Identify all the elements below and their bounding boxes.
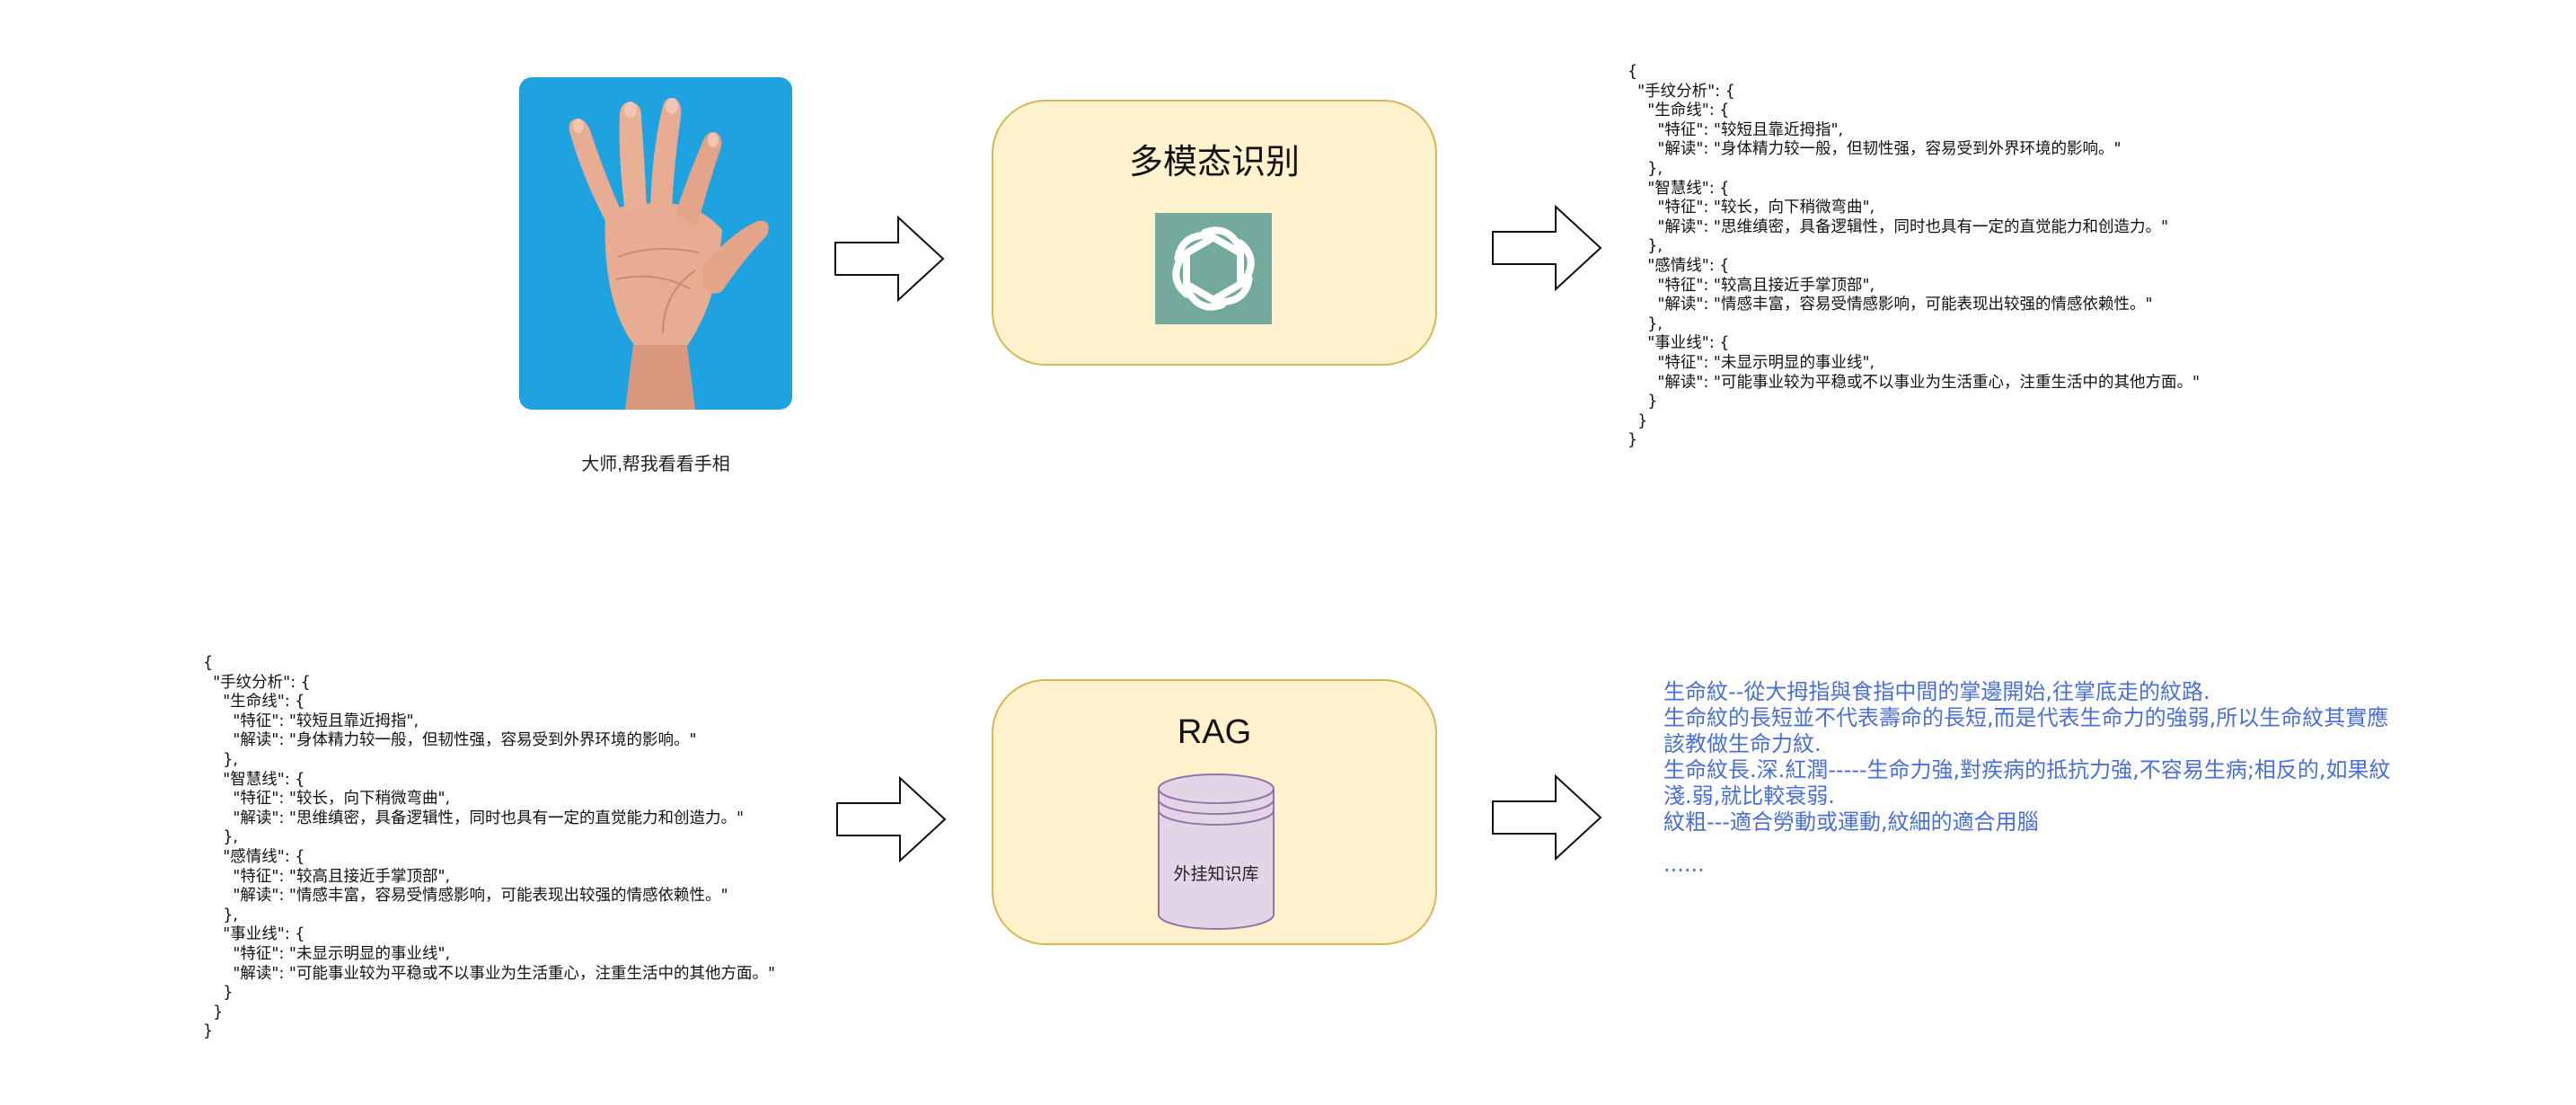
palm-analysis-json-output: { "手纹分析": { "生命线": { "特征": "较短且靠近拇指", "解… bbox=[1628, 63, 2201, 450]
arrow-right-icon bbox=[835, 776, 947, 862]
box-title: 多模态识别 bbox=[1128, 144, 1300, 181]
arrow-right-icon bbox=[1491, 774, 1602, 861]
rag-result-line: 生命紋長.深.紅潤-----生命力強,對疾病的抵抗力強,不容易生病;相反的,如果… bbox=[1663, 757, 2391, 809]
database-icon: 外挂知识库 bbox=[1157, 773, 1275, 933]
rag-box: RAG 外挂知识库 bbox=[992, 679, 1437, 945]
arrow-right-icon bbox=[834, 216, 945, 302]
box-title: RAG bbox=[1177, 713, 1252, 751]
multimodal-recognition-box: 多模态识别 bbox=[992, 100, 1437, 366]
arrow-right-icon bbox=[1491, 205, 1602, 291]
database-label: 外挂知识库 bbox=[1173, 865, 1259, 884]
rag-result-line: 紋粗---適合勞動或運動,紋細的適合用腦 bbox=[1663, 809, 2039, 835]
rag-result-text: 生命紋--從大拇指與食指中間的掌邊開始,往掌底走的紋路. 生命紋的長短並不代表壽… bbox=[1663, 679, 2400, 878]
rag-result-line: 生命紋的長短並不代表壽命的長短,而是代表生命力的強弱,所以生命紋其實應該教做生命… bbox=[1663, 705, 2389, 756]
openai-logo-icon bbox=[1155, 213, 1272, 324]
palm-analysis-json-input: { "手纹分析": { "生命线": { "特征": "较短且靠近拇指", "解… bbox=[203, 654, 776, 1041]
rag-result-ellipsis: ...... bbox=[1663, 852, 1705, 877]
rag-result-line: 生命紋--從大拇指與食指中間的掌邊開始,往掌底走的紋路. bbox=[1663, 679, 2210, 704]
image-caption: 大师,帮我看看手相 bbox=[581, 455, 730, 474]
hand-photo bbox=[519, 77, 792, 410]
